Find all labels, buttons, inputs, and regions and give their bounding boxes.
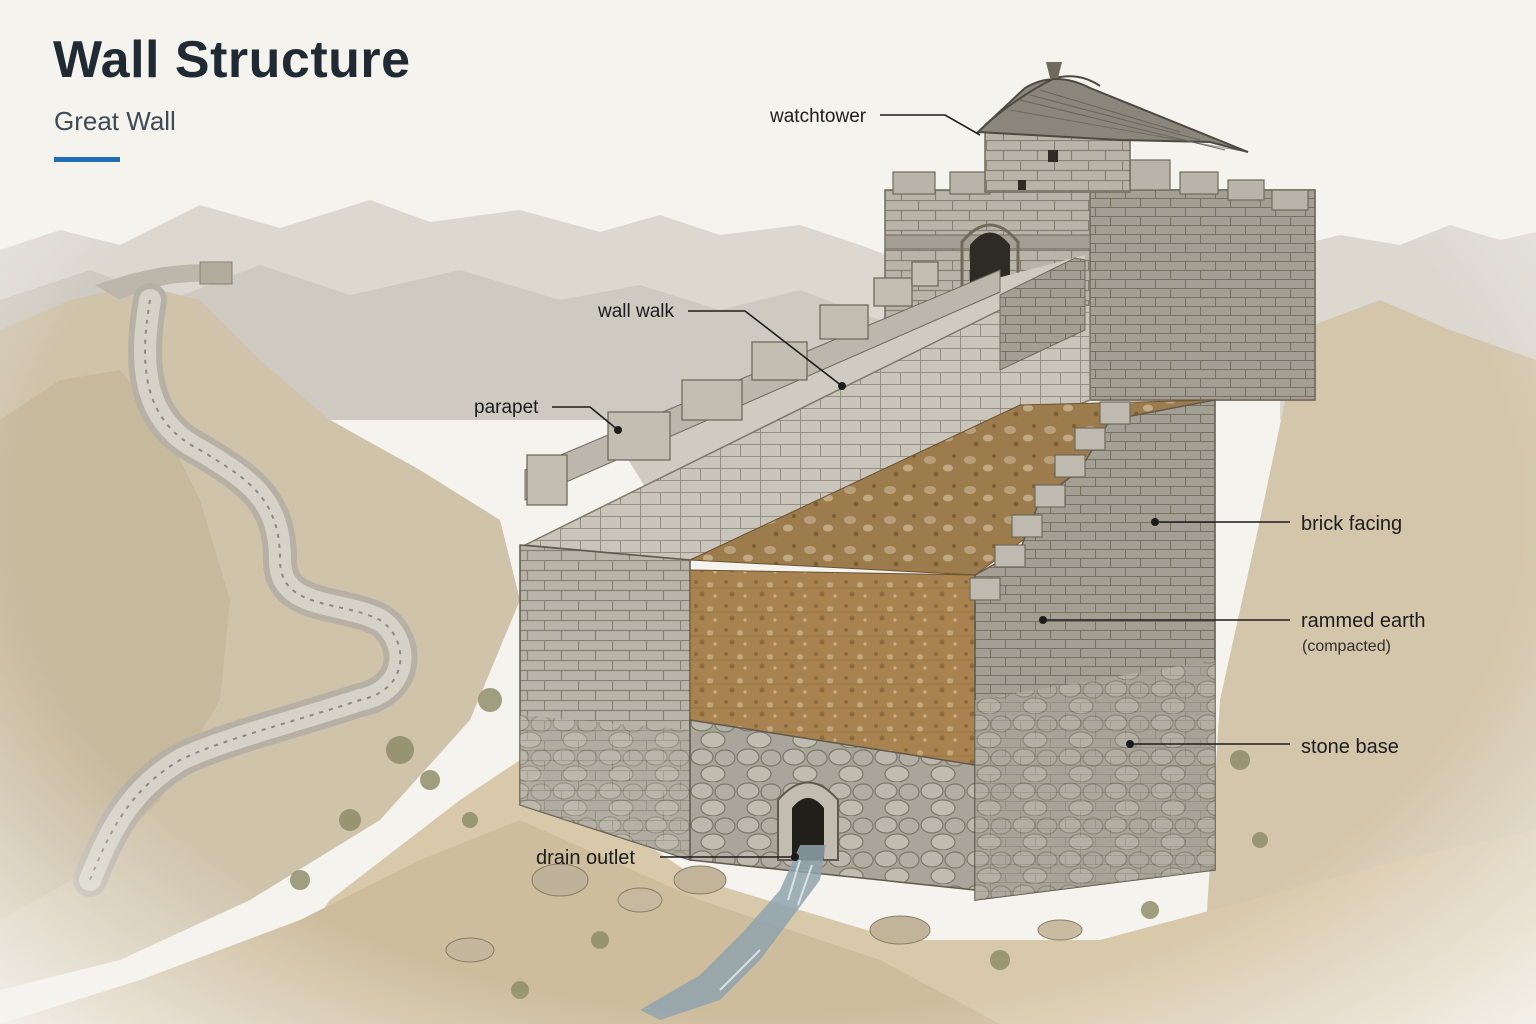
label-parapet: parapet <box>474 397 539 418</box>
leader-lines <box>552 114 1290 858</box>
label-drain-outlet: drain outlet <box>536 847 635 869</box>
page-title: Wall Structure <box>53 31 411 89</box>
label-brick-facing: brick facing <box>1301 513 1403 535</box>
label-rammed-earth-note: (compacted) <box>1302 638 1391 655</box>
label-watchtower: watchtower <box>770 106 867 127</box>
leader-dots <box>614 382 1159 861</box>
label-wall-walk: wall walk <box>598 301 675 322</box>
page-subtitle: Great Wall <box>54 106 176 136</box>
title-accent-bar <box>54 157 120 162</box>
label-stone-base: stone base <box>1301 736 1399 758</box>
label-rammed-earth: rammed earth <box>1301 610 1426 632</box>
